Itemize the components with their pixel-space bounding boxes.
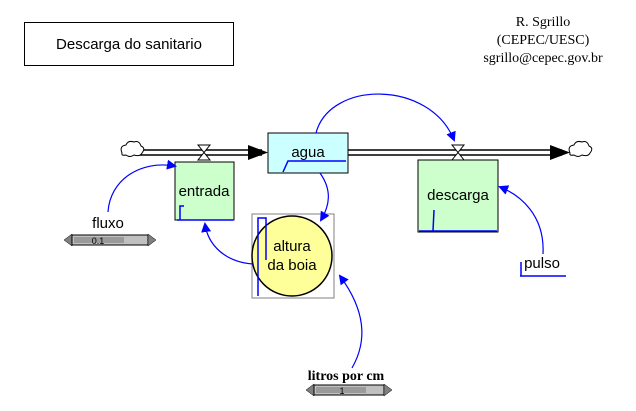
fluxo-node[interactable]: fluxo <box>92 215 124 232</box>
valve-icon <box>196 144 212 161</box>
fluxo-label: fluxo <box>92 215 124 232</box>
altura-label-line1: altura <box>273 238 311 255</box>
descarga-label: descarga <box>427 187 489 204</box>
outflow-pipe <box>348 145 570 160</box>
descarga-flow-node[interactable]: descarga <box>417 159 499 233</box>
link-litros-to-altura <box>338 274 363 369</box>
litros-label: litros por cm <box>308 369 385 384</box>
link-agua-to-altura <box>319 172 330 222</box>
slider-right-arrow-icon[interactable] <box>383 383 393 397</box>
link-pulso-to-descarga <box>498 185 544 255</box>
author-block: R. Sgrillo (CEPEC/UESC) sgrillo@cepec.go… <box>458 14 628 68</box>
slider-left-arrow-icon[interactable] <box>305 383 315 397</box>
inflow-pipe <box>140 145 268 160</box>
slider-right-arrow-icon[interactable] <box>147 233 157 247</box>
altura-da-boia-node[interactable]: altura da boia <box>251 213 335 299</box>
agua-label: agua <box>291 144 325 161</box>
altura-label-line2: da boia <box>267 257 317 274</box>
link-altura-to-entrada <box>201 222 254 265</box>
agua-stock-node[interactable]: agua <box>267 132 349 174</box>
author-email: sgrillo@cepec.gov.br <box>483 51 603 66</box>
litros-por-cm-node[interactable]: litros por cm <box>308 369 385 384</box>
pulso-label: pulso <box>524 255 560 272</box>
slider-left-arrow-icon[interactable] <box>63 233 73 247</box>
author-name: R. Sgrillo <box>515 15 571 30</box>
link-agua-to-descarga <box>315 93 456 142</box>
litros-slider-value: 1 <box>339 386 344 396</box>
fluxo-slider-value: 0.1 <box>92 236 105 246</box>
valve-icon <box>450 144 466 161</box>
litros-slider[interactable]: 1 <box>305 383 393 397</box>
entrada-label: entrada <box>179 183 231 200</box>
entrada-flow-node[interactable]: entrada <box>174 161 235 221</box>
cloud-source-icon <box>120 140 145 157</box>
pulso-node[interactable]: pulso <box>520 255 566 277</box>
diagram-title: Descarga do sanitario <box>56 35 202 53</box>
link-fluxo-to-entrada <box>107 159 177 213</box>
fluxo-slider[interactable]: 0.1 <box>63 233 157 247</box>
author-institution: (CEPEC/UESC) <box>496 33 590 48</box>
diagram-title-box: Descarga do sanitario <box>24 22 234 66</box>
cloud-sink-icon <box>568 140 593 157</box>
